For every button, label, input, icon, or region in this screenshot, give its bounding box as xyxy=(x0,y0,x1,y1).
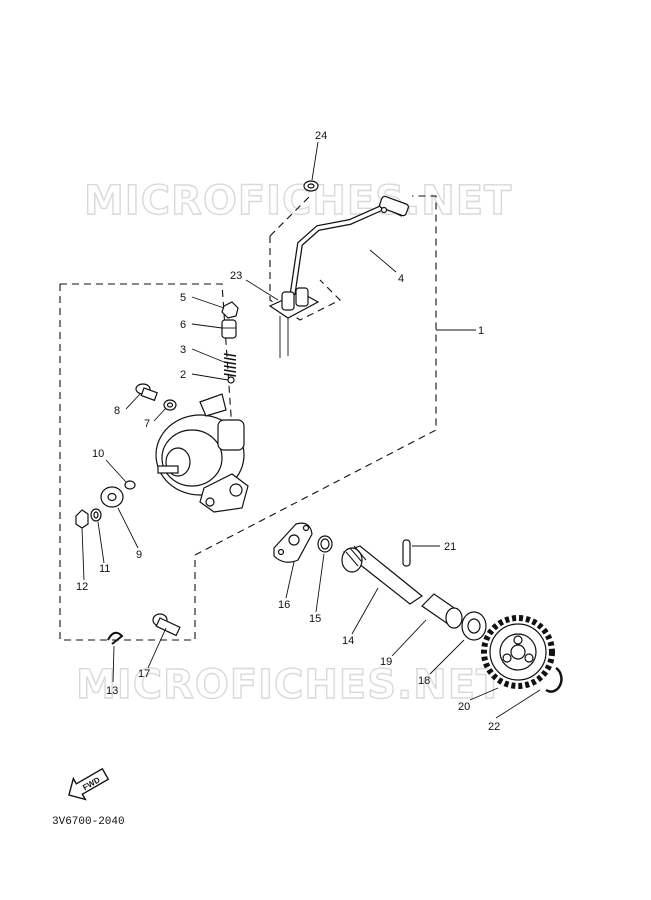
callout-17: 17 xyxy=(138,668,150,680)
callout-14: 14 xyxy=(342,635,354,647)
callout-15: 15 xyxy=(309,613,321,625)
part-17-bolt xyxy=(152,613,181,637)
callout-11: 11 xyxy=(99,563,110,575)
watermark-bottom: MICROFICHES.NET xyxy=(76,662,504,708)
part-23-banjo-fitting xyxy=(268,287,320,358)
callout-16: 16 xyxy=(278,599,290,611)
figure-code: 3V6700-2040 xyxy=(52,816,125,828)
part-3-spring xyxy=(223,353,237,377)
part-12-nut xyxy=(75,509,89,529)
callout-10: 10 xyxy=(92,448,104,460)
callout-1: 1 xyxy=(478,325,484,337)
part-10-washer xyxy=(124,480,136,490)
callout-24: 24 xyxy=(315,130,327,142)
part-6-nipple xyxy=(221,319,237,339)
part-4-oil-pipe xyxy=(289,195,409,299)
callout-7: 7 xyxy=(144,418,150,430)
fwd-arrow-icon: FWD xyxy=(68,767,110,801)
callout-3: 3 xyxy=(180,344,186,356)
callout-9: 9 xyxy=(136,549,142,561)
part-11-washer xyxy=(90,508,102,522)
part-14-pump-drive-shaft xyxy=(341,545,424,605)
watermark-top: MICROFICHES.NET xyxy=(84,178,512,224)
part-2-ball xyxy=(227,376,235,384)
part-24-clamp xyxy=(303,180,319,192)
callout-12: 12 xyxy=(76,581,88,593)
part-13-clip xyxy=(107,631,124,645)
part-22-circlip xyxy=(545,666,563,693)
callout-18: 18 xyxy=(418,675,430,687)
callout-19: 19 xyxy=(380,656,392,668)
pipe-outline xyxy=(269,195,341,321)
part-20-gear xyxy=(481,615,555,689)
part-5-nut xyxy=(221,301,239,319)
part-16-gasket xyxy=(273,522,313,563)
callout-21: 21 xyxy=(444,541,456,553)
part-7-washer xyxy=(163,399,177,411)
callout-labels: 24 4 1 23 5 6 3 2 8 7 10 9 11 12 13 17 1… xyxy=(76,130,500,733)
part-9-plate xyxy=(100,486,124,508)
leader-lines xyxy=(81,141,541,719)
part-8-screw xyxy=(135,383,158,402)
part-18-bearing xyxy=(461,611,487,641)
callout-4: 4 xyxy=(398,273,404,285)
callout-20: 20 xyxy=(458,701,470,713)
callout-13: 13 xyxy=(106,685,118,697)
callout-23: 23 xyxy=(230,270,242,282)
callout-5: 5 xyxy=(180,292,186,304)
callout-6: 6 xyxy=(180,319,186,331)
oil-pump-body xyxy=(155,393,249,513)
callout-2: 2 xyxy=(180,369,186,381)
part-19-bushing xyxy=(421,593,463,629)
part-21-pin xyxy=(402,539,411,567)
part-15-o-ring xyxy=(317,535,333,553)
callout-8: 8 xyxy=(114,405,120,417)
callout-22: 22 xyxy=(488,721,500,733)
